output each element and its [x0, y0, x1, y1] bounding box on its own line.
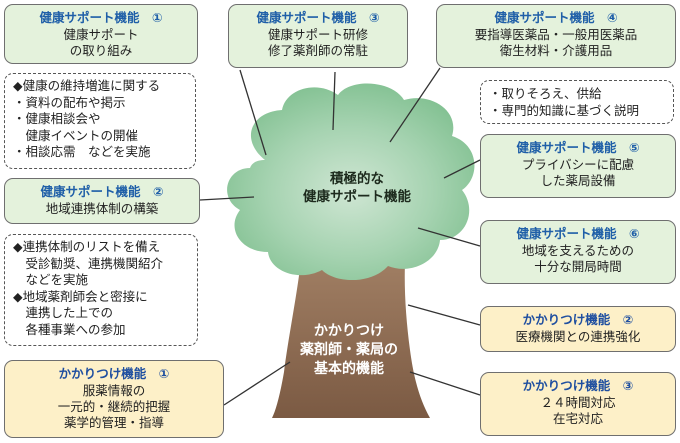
kakaritsuke-3-box: かかりつけ機能 ③ ２４時間対応 在宅対応 — [480, 372, 676, 436]
kakaritsuke-1-box: かかりつけ機能 ① 服薬情報の 一元的・継続的把握 薬学的管理・指導 — [4, 360, 224, 438]
connector-health-2 — [199, 196, 255, 201]
note-1-line-2: ・資料の配布や掲示 — [13, 94, 126, 110]
health-support-1-box: 健康サポート機能 ① 健康サポート の取り組み — [4, 4, 198, 64]
note-1-line-1: ◆健康の維持増進に関する — [13, 78, 161, 93]
kakaritsuke-2-line-1: 医療機関との連携強化 — [515, 329, 641, 344]
health-support-6-box: 健康サポート機能 ⑥ 地域を支えるための 十分な開局時間 — [480, 220, 676, 284]
health-support-5-title: 健康サポート機能 ⑤ — [516, 140, 640, 155]
tree-crown — [227, 83, 475, 281]
health-support-6-title: 健康サポート機能 ⑥ — [516, 226, 640, 241]
health-support-3-title: 健康サポート機能 ③ — [256, 10, 380, 25]
note-1-line-4: 健康イベントの開催 — [13, 127, 139, 143]
connector-health-5 — [443, 159, 481, 179]
trunk-line-1: かかりつけ — [313, 323, 385, 339]
note-2-line-3: などを実施 — [13, 272, 89, 287]
tree-trunk — [272, 262, 430, 418]
connector-kakari-3 — [409, 371, 481, 396]
kakaritsuke-2-title: かかりつけ機能 ② — [522, 312, 634, 327]
health-support-4-box: 健康サポート機能 ④ 要指導医薬品・一般用医薬品 衛生材料・介護用品 — [436, 4, 676, 68]
health-support-3-line-1: 健康サポート研修 — [267, 27, 368, 42]
kakaritsuke-1-line-1: 服薬情報の — [82, 383, 146, 398]
note-2-line-1: ◆連携体制のリストを備え — [13, 239, 161, 254]
health-support-4-title: 健康サポート機能 ④ — [494, 10, 618, 25]
health-support-5-line-1: プライバシーに配慮 — [521, 157, 635, 172]
health-support-5-line-2: した薬局設備 — [540, 173, 616, 188]
note-2-line-2: 受診勧奨、連携機関紹介 — [13, 255, 164, 271]
note-health-1: ◆健康の維持増進に関する ・資料の配布や掲示 ・健康相談会や 健康イベントの開催… — [4, 73, 196, 169]
connector-kakari-2 — [407, 304, 481, 326]
note-2-line-4: ◆地域薬剤師会と密接に — [13, 288, 148, 304]
connector-health-6 — [417, 227, 481, 247]
crown-label: 積極的な 健康サポート機能 — [292, 170, 422, 206]
kakaritsuke-3-line-2: 在宅対応 — [552, 411, 603, 426]
health-support-4-line-2: 衛生材料・介護用品 — [499, 43, 613, 58]
health-support-3-box: 健康サポート機能 ③ 健康サポート研修 修了薬剤師の常駐 — [228, 4, 408, 68]
connector-health-1 — [239, 69, 267, 156]
health-support-2-title: 健康サポート機能 ② — [40, 184, 164, 199]
kakaritsuke-3-line-1: ２４時間対応 — [540, 395, 616, 410]
note-health-2: ◆連携体制のリストを備え 受診勧奨、連携機関紹介 などを実施 ◆地域薬剤師会と密… — [4, 234, 198, 346]
note-health-4: ・取りそろえ、供給 ・専門的知識に基づく説明 — [480, 80, 674, 124]
connector-health-3 — [332, 71, 336, 131]
kakaritsuke-1-line-2: 一元的・継続的把握 — [57, 399, 171, 414]
note-3-line-1: ・取りそろえ、供給 — [489, 86, 602, 101]
trunk-line-3: 基本的機能 — [314, 361, 384, 377]
health-support-1-title: 健康サポート機能 ① — [39, 10, 163, 25]
trunk-line-2: 薬剤師・薬局の — [300, 342, 398, 358]
kakaritsuke-1-title: かかりつけ機能 ① — [58, 366, 170, 381]
note-3-line-2: ・専門的知識に基づく説明 — [489, 102, 640, 118]
note-2-line-6: 各種事業への参加 — [13, 321, 126, 337]
trunk-label: かかりつけ 薬剤師・薬局の 基本的機能 — [284, 322, 414, 379]
health-support-2-box: 健康サポート機能 ② 地域連携体制の構築 — [4, 178, 200, 224]
health-support-1-line-1: 健康サポート — [63, 27, 139, 42]
health-support-1-line-2: の取り組み — [69, 43, 133, 58]
health-support-6-line-1: 地域を支えるための — [521, 243, 635, 258]
connector-kakari-1 — [223, 361, 291, 406]
kakaritsuke-2-box: かかりつけ機能 ② 医療機関との連携強化 — [480, 306, 676, 352]
health-support-3-line-2: 修了薬剤師の常駐 — [267, 43, 368, 58]
connector-health-4 — [389, 67, 441, 143]
kakaritsuke-1-line-3: 薬学的管理・指導 — [63, 415, 164, 430]
note-1-line-5: ・相談応需 などを実施 — [13, 144, 151, 159]
kakaritsuke-3-title: かかりつけ機能 ③ — [522, 378, 634, 393]
crown-line-1: 積極的な — [330, 171, 384, 187]
health-support-4-line-1: 要指導医薬品・一般用医薬品 — [474, 27, 638, 42]
note-1-line-3: ・健康相談会や — [13, 111, 101, 126]
health-support-2-line-1: 地域連携体制の構築 — [45, 201, 159, 216]
note-2-line-5: 連携した上での — [13, 305, 114, 320]
health-support-6-line-2: 十分な開局時間 — [534, 259, 622, 274]
crown-line-2: 健康サポート機能 — [303, 189, 411, 205]
health-support-5-box: 健康サポート機能 ⑤ プライバシーに配慮 した薬局設備 — [480, 134, 676, 198]
